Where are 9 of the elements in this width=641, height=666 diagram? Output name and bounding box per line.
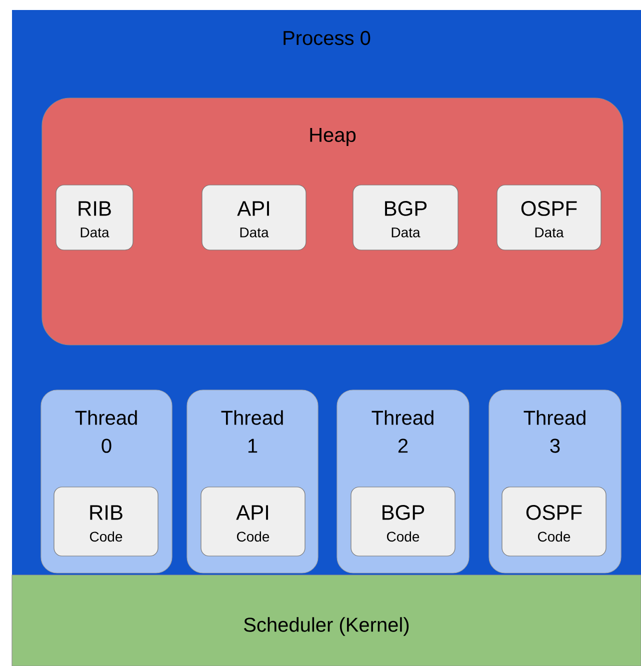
module-box: RIB Code (54, 486, 158, 556)
module-box: OSPF Data (496, 184, 602, 250)
scheduler-band: Scheduler (Kernel) (12, 574, 641, 666)
module-box: API Data (202, 184, 306, 250)
module-box: BGP Code (350, 486, 456, 556)
module-box: OSPF Code (502, 486, 606, 556)
module-box: RIB Data (56, 184, 134, 250)
module-box: API Code (200, 486, 306, 556)
module-box: BGP Data (352, 184, 458, 250)
